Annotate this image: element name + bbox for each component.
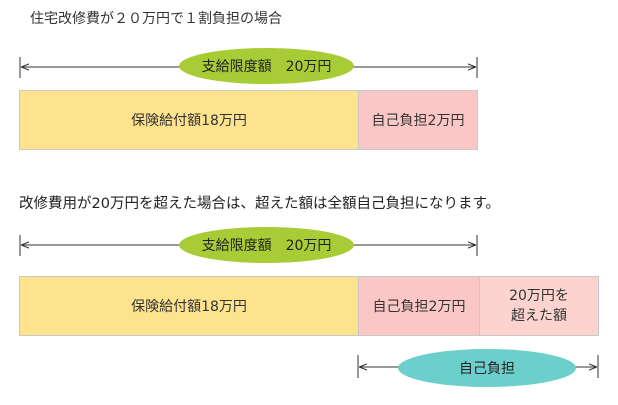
- case2-excess-line2: 超えた額: [511, 308, 567, 324]
- case2-heading: 改修費用が20万円を超えた場合は、超えた額は全額自己負担になります。: [19, 196, 500, 212]
- case2-limit-ellipse: 支給限度額 20万円: [179, 227, 354, 263]
- case2-self-pay-label: 自己負担: [459, 361, 515, 377]
- case1-limit-ellipse: 支給限度額 20万円: [179, 48, 354, 84]
- case2-limit-label: 支給限度額 20万円: [201, 238, 332, 254]
- case2-benefit-label: 保険給付額18万円: [131, 299, 247, 315]
- case1-copay-box: 自己負担2万円: [358, 90, 478, 150]
- case2-copay-label: 自己負担2万円: [372, 299, 466, 315]
- case1-benefit-box: 保険給付額18万円: [19, 90, 359, 150]
- case2-benefit-box: 保険給付額18万円: [19, 276, 359, 336]
- case2-excess-box: 20万円を 超えた額: [479, 276, 599, 336]
- case2-self-pay-ellipse: 自己負担: [398, 349, 576, 387]
- case1-benefit-label: 保険給付額18万円: [131, 113, 247, 129]
- case2-copay-box: 自己負担2万円: [358, 276, 480, 336]
- case1-copay-label: 自己負担2万円: [371, 113, 465, 129]
- case1-limit-label: 支給限度額 20万円: [201, 59, 332, 75]
- case2-excess-line1: 20万円を: [509, 288, 569, 304]
- case1-heading: 住宅改修費が２０万円で１割負担の場合: [30, 11, 282, 27]
